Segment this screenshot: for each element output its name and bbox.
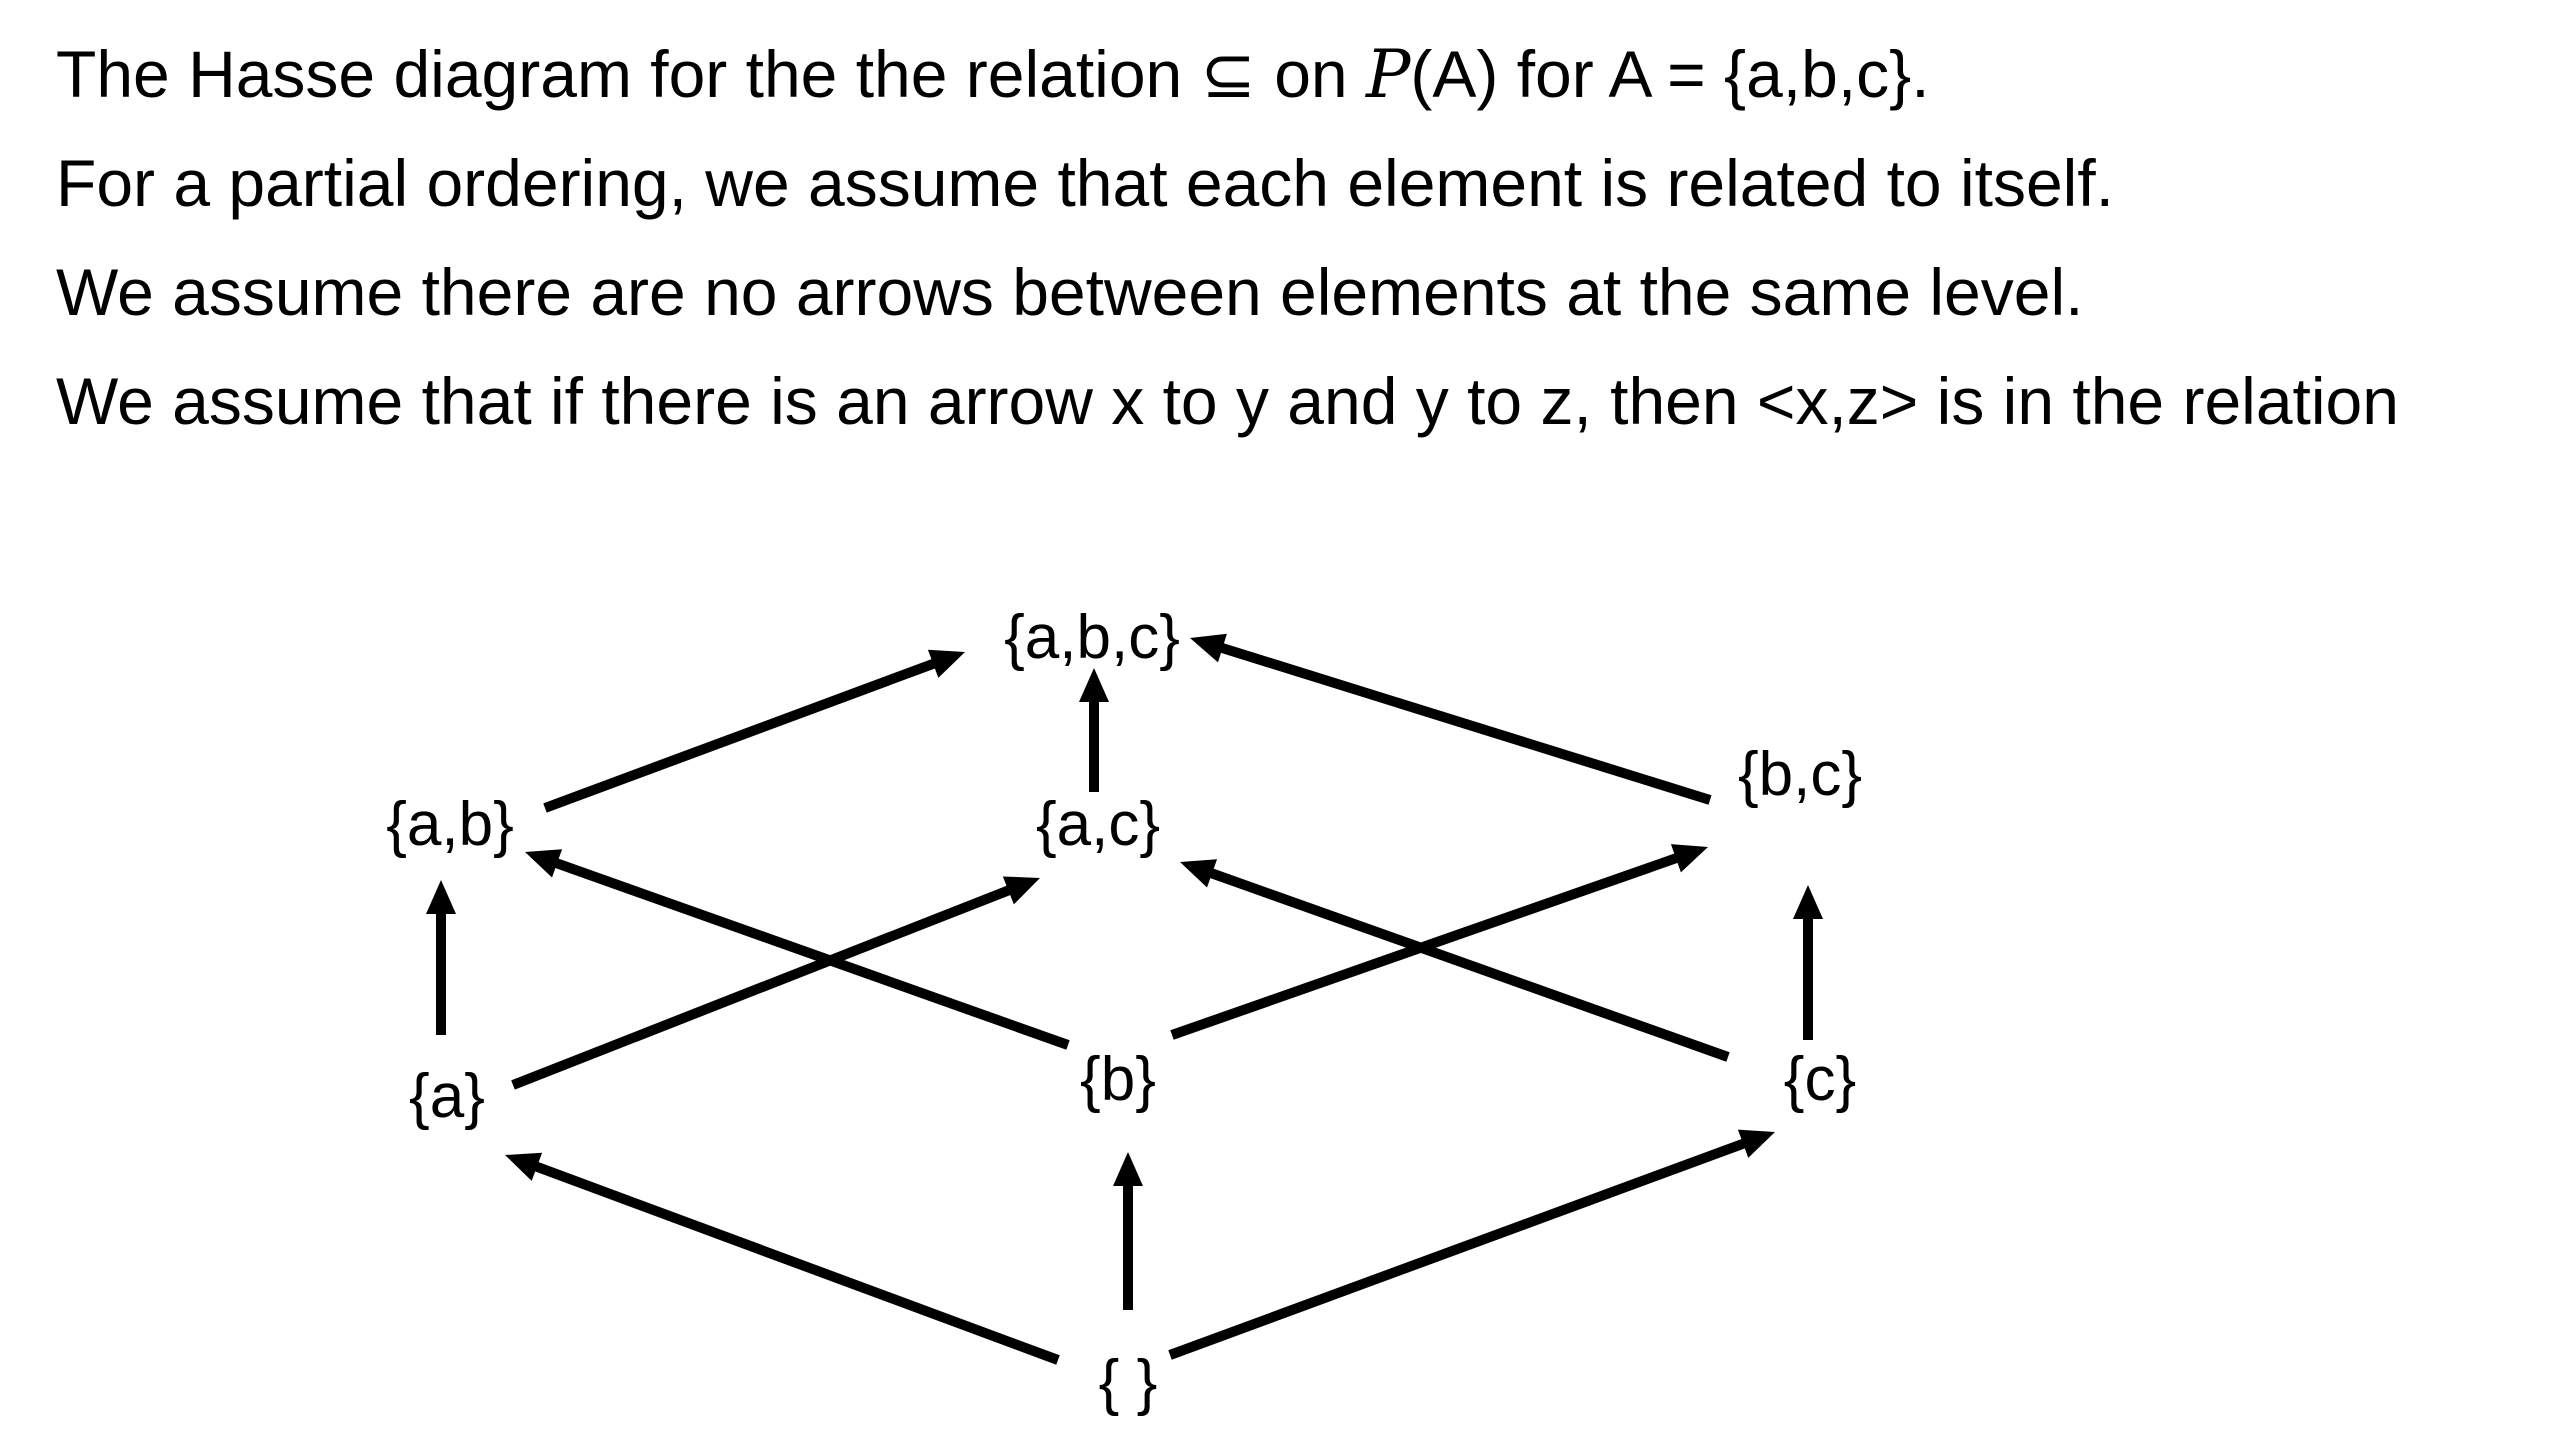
heading-line-2: For a partial ordering, we assume that e… xyxy=(56,146,2115,220)
edge-ac-to-abc xyxy=(1079,668,1109,792)
heading-line-4: We assume that if there is an arrow x to… xyxy=(56,364,2399,438)
arrowhead xyxy=(1670,844,1708,873)
edge-line xyxy=(553,858,1070,1050)
edge-b-to-bc xyxy=(1170,844,1708,1040)
edge-line xyxy=(1219,642,1712,805)
arrowhead xyxy=(1180,859,1218,888)
arrowhead xyxy=(927,649,965,678)
edge-line xyxy=(511,885,1013,1090)
edge-empty-to-a xyxy=(505,1152,1060,1365)
node-a: {a} xyxy=(409,1062,485,1131)
arrowhead xyxy=(1190,633,1227,663)
node-bc: {b,c} xyxy=(1738,740,1862,809)
edge-c-to-bc xyxy=(1793,885,1823,1040)
edge-empty-to-c xyxy=(1168,1129,1775,1360)
edge-bc-to-abc xyxy=(1190,633,1712,805)
nodes-layer: {a,b,c} {a,b} {a,c} {b,c} {a} {b} {c} { … xyxy=(386,603,1862,1417)
edge-empty-to-b xyxy=(1113,1152,1143,1310)
arrowhead xyxy=(1737,1129,1775,1158)
slide-text: The Hasse diagram for the the relation ⊆… xyxy=(56,20,2516,456)
arrowhead xyxy=(1002,876,1040,905)
node-b: {b} xyxy=(1080,1045,1156,1114)
node-ab: {a,b} xyxy=(386,790,514,859)
edge-a-to-ac xyxy=(511,876,1040,1090)
heading-line-1-end: (A) for A = {a,b,c}. xyxy=(1410,37,1930,111)
edge-line xyxy=(1168,1138,1747,1360)
edge-line xyxy=(533,1161,1060,1365)
node-c: {c} xyxy=(1784,1045,1856,1114)
heading-line-1: The Hasse diagram for the the relation ⊆… xyxy=(56,20,2516,129)
power-set-symbol: P xyxy=(1365,36,1411,113)
arrowhead xyxy=(1113,1152,1143,1186)
edge-ab-to-abc xyxy=(543,649,965,813)
arrowhead xyxy=(426,880,456,914)
edge-line xyxy=(543,658,937,813)
edge-c-to-ac xyxy=(1180,859,1730,1062)
edge-b-to-ab xyxy=(525,849,1070,1050)
arrowhead xyxy=(1793,885,1823,919)
heading-line-3: We assume there are no arrows between el… xyxy=(56,255,2084,329)
edge-a-to-ab xyxy=(426,880,456,1035)
edge-line xyxy=(1208,868,1730,1062)
arrowhead xyxy=(1079,668,1109,702)
edges-layer xyxy=(426,633,1823,1365)
arrowhead xyxy=(525,849,563,878)
heading-line-1-start: The Hasse diagram for the the relation ⊆… xyxy=(56,37,1366,111)
node-ac: {a,c} xyxy=(1036,790,1160,859)
arrowhead xyxy=(505,1152,543,1181)
node-abc: {a,b,c} xyxy=(1004,603,1180,672)
node-empty: { } xyxy=(1099,1348,1158,1417)
